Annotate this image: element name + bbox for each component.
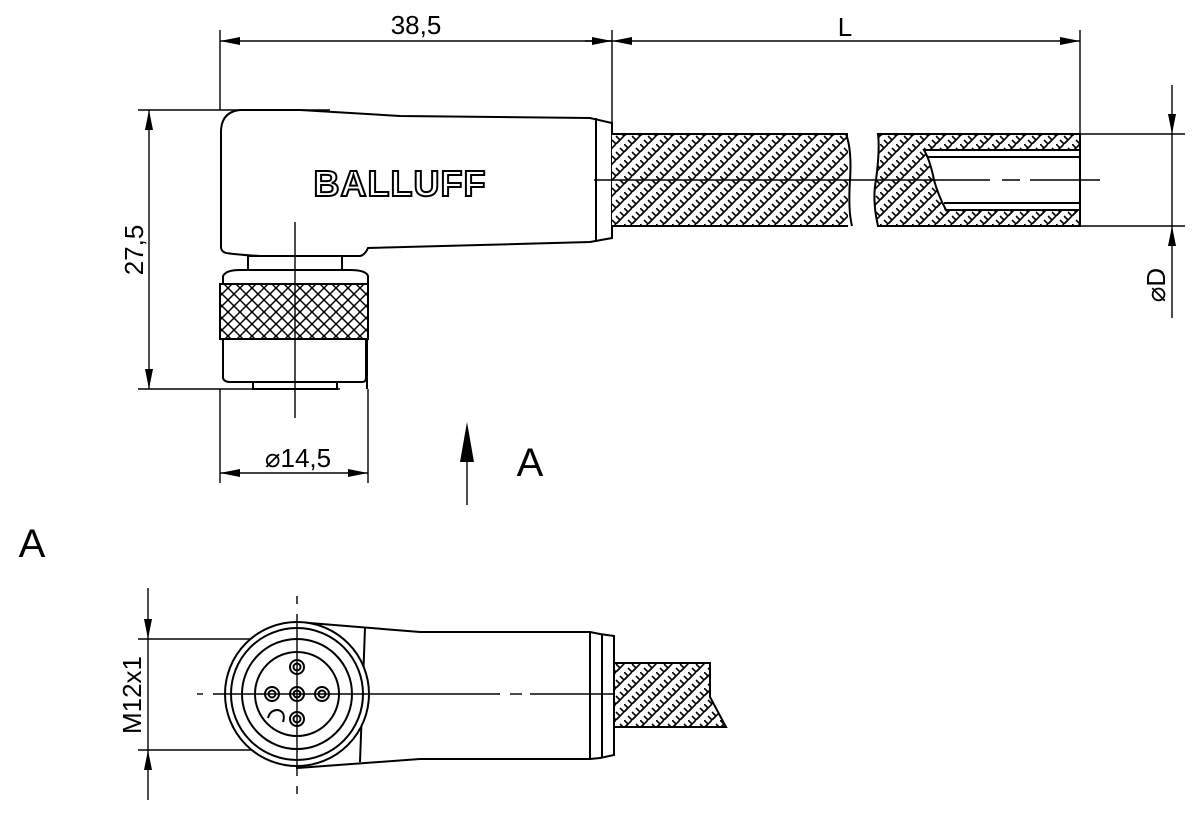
braided-cable-stub xyxy=(613,662,728,728)
dimension-label-cable-diameter: ⌀D xyxy=(1141,268,1171,302)
dimension-housing-length: 38,5 xyxy=(219,10,613,125)
dimension-cable-length: L xyxy=(585,12,1081,135)
dimension-label-nut-diameter: ⌀14,5 xyxy=(265,443,331,473)
knurled-coupling-nut xyxy=(219,283,369,340)
dimension-height: 27,5 xyxy=(119,109,340,390)
brand-logo: BALLUFF xyxy=(314,163,487,204)
view-a-title: A xyxy=(19,522,46,566)
dimension-nut-diameter: ⌀14,5 xyxy=(219,389,369,483)
dimension-label-housing-length: 38,5 xyxy=(391,10,442,40)
connector-housing-end-view xyxy=(296,620,615,770)
connector-housing xyxy=(220,109,613,257)
view-a: A M12x1 xyxy=(19,522,728,800)
side-view: 38,5 L 27,5 BALLUFF xyxy=(119,10,1185,505)
dimension-cable-diameter: ⌀D xyxy=(1080,85,1185,318)
thread-label: M12x1 xyxy=(117,656,147,734)
view-arrow-label: A xyxy=(517,441,544,485)
dimension-label-cable-length: L xyxy=(838,12,852,42)
view-direction-arrow: A xyxy=(460,422,544,505)
dimension-label-height: 27,5 xyxy=(119,225,149,276)
